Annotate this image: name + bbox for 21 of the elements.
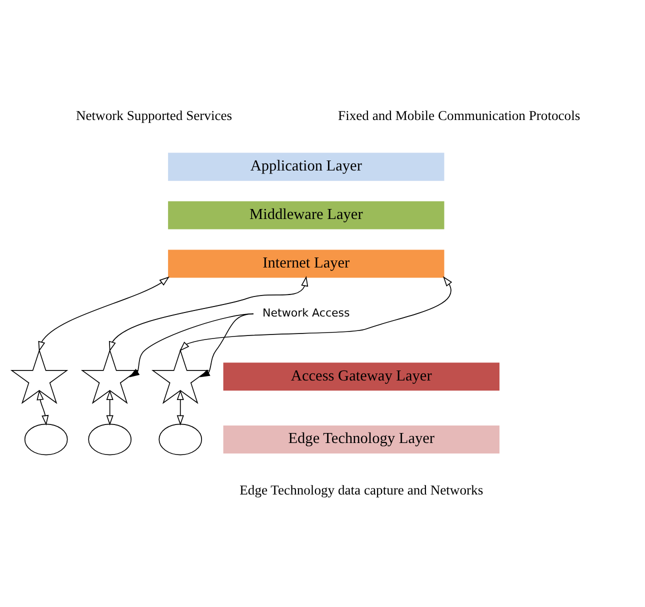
- node-box: Edge Technology Layer: [223, 424, 500, 453]
- node-ellipse: [88, 423, 132, 455]
- node-star: [10, 348, 68, 404]
- node-text: Network Access: [262, 306, 350, 320]
- label: Edge Technology data capture and Networks: [240, 482, 484, 498]
- arrow: [106, 389, 114, 425]
- node-box: Access Gateway Layer: [223, 362, 500, 390]
- arrow: [108, 276, 308, 352]
- arrow: [36, 389, 49, 425]
- node-box: Internet Layer: [168, 249, 444, 278]
- label: Network Supported Services: [76, 107, 232, 122]
- arrow: [129, 312, 254, 377]
- arrow: [179, 276, 452, 351]
- arrow: [200, 312, 254, 377]
- arrow: [38, 276, 170, 352]
- label: Fixed and Mobile Communication Protocols: [338, 107, 580, 122]
- node-ellipse: [158, 423, 202, 455]
- node-box: Middleware Layer: [168, 200, 444, 229]
- node-box: Application Layer: [168, 152, 444, 180]
- arrow: [176, 389, 184, 425]
- node-ellipse: [24, 423, 68, 455]
